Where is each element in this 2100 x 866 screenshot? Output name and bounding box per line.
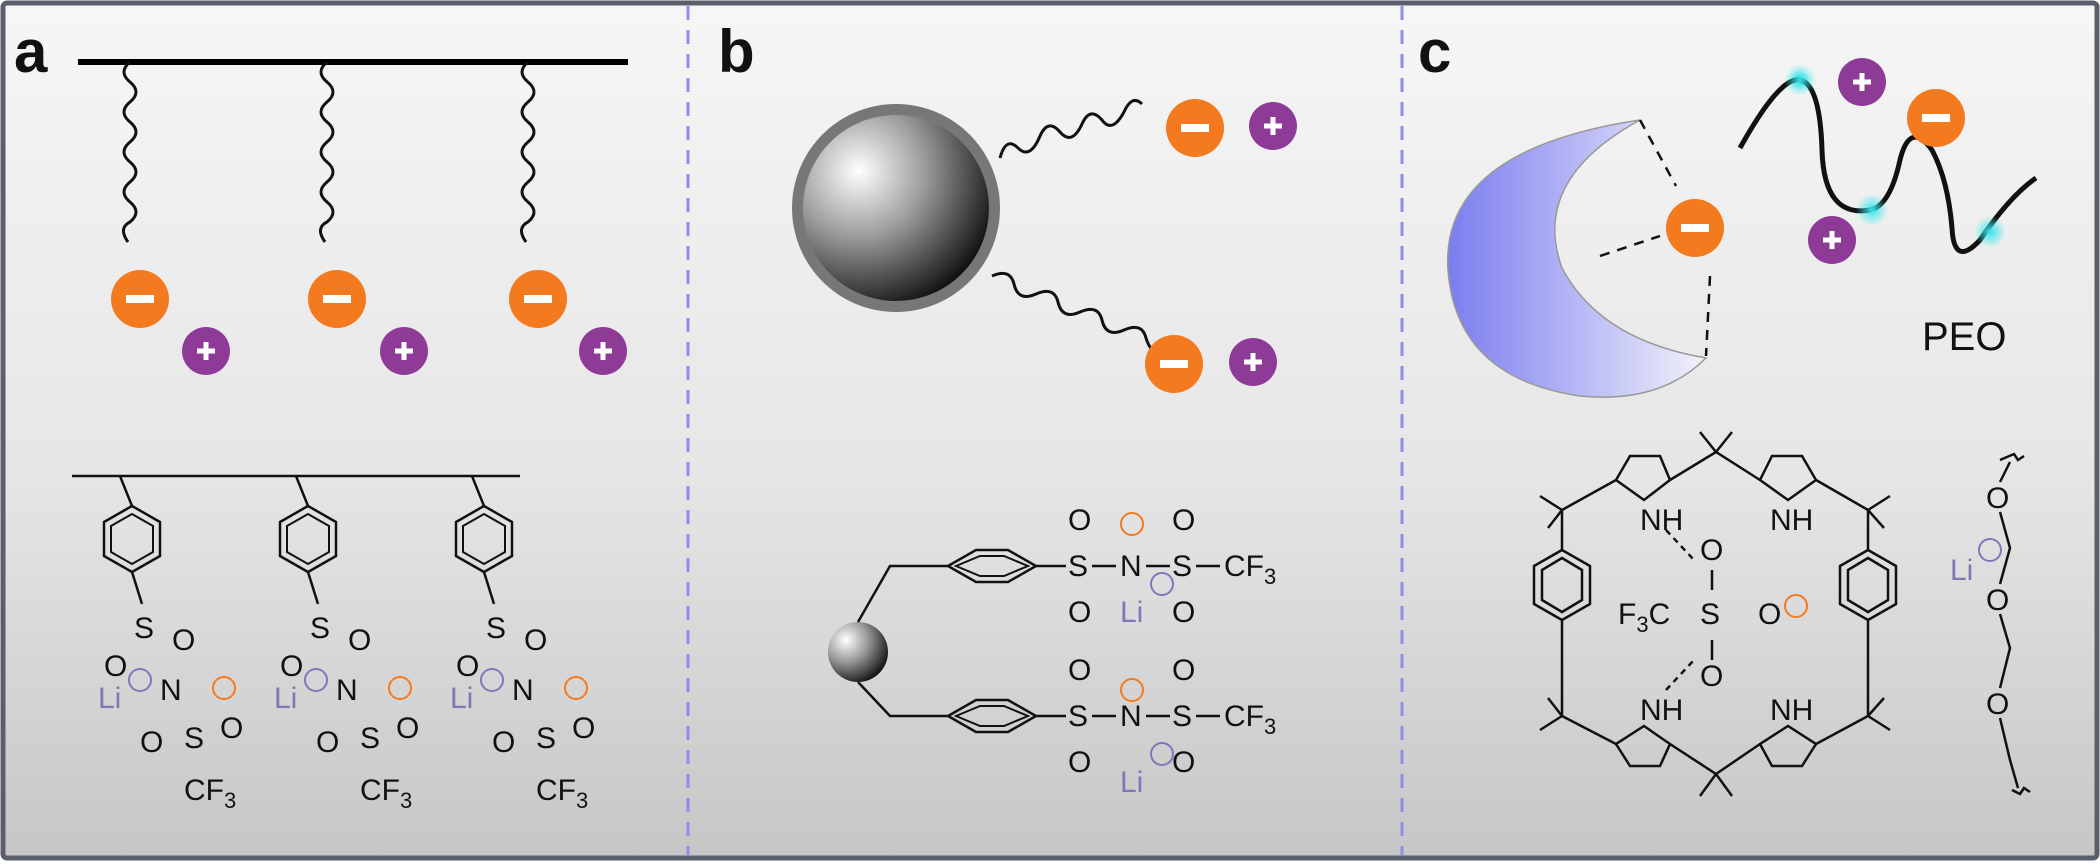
atom-o: O <box>1172 504 1195 537</box>
panel-b-letter: b <box>718 18 755 85</box>
calixpyrrole-macrocycle <box>1532 431 1898 797</box>
small-nanoparticle <box>828 622 888 682</box>
atom-s: S <box>134 612 154 645</box>
cation-group <box>182 327 627 375</box>
atom-s: S <box>184 722 204 755</box>
atom-o: O <box>1986 688 2009 721</box>
cf3: CF3 <box>1224 550 1276 589</box>
peo-label: PEO <box>1922 315 2006 359</box>
atom-o: O <box>1172 596 1195 629</box>
anion-group <box>111 270 567 328</box>
atom-nh: NH <box>1640 694 1683 727</box>
anion-receptor-cup <box>1447 119 1708 398</box>
tethered-chains <box>991 98 1165 362</box>
peo-structure <box>1998 452 2031 796</box>
panel-a-letter: a <box>14 18 48 85</box>
atom-nh: NH <box>1640 504 1683 537</box>
atom-s: S <box>1700 598 1720 631</box>
panel-c: PEO NH NH NH NH O O S <box>1447 58 2038 797</box>
cf3: CF3 <box>184 774 236 813</box>
atom-nh: NH <box>1770 504 1813 537</box>
charge-markers <box>128 668 588 700</box>
panel-b: S O O N S O O CF3 Li Li <box>792 98 1297 799</box>
atom-o: O <box>140 726 163 759</box>
panel-a: S O O Li N S O O CF3 <box>72 59 628 815</box>
atom-o: O <box>220 712 243 745</box>
sulfonimide-unit: S O O Li N S O O CF3 <box>98 475 243 813</box>
atom-nh: NH <box>1770 694 1813 727</box>
atom-n: N <box>160 674 182 707</box>
lithium-label: Li <box>1120 596 1143 629</box>
atom-s: S <box>1172 550 1192 583</box>
atom-o: O <box>1068 596 1091 629</box>
lithium-label: Li <box>1950 554 1973 587</box>
panel-c-letter: c <box>1418 18 1451 85</box>
atom-o: O <box>1700 534 1723 567</box>
atom-o: O <box>172 624 195 657</box>
atom-o: O <box>1986 482 2009 515</box>
atom-n: N <box>1120 550 1142 583</box>
f3c: F3C <box>1618 598 1670 637</box>
atom-o: O <box>1986 584 2009 617</box>
lithium-label: Li <box>98 682 121 715</box>
nanoparticle-core <box>803 115 989 301</box>
tethered-chains <box>122 60 536 243</box>
atom-s: S <box>1068 550 1088 583</box>
binding-lines <box>1599 119 1712 357</box>
atom-o: O <box>1068 504 1091 537</box>
lithium-label: Li <box>1120 766 1143 799</box>
atom-o: O <box>1700 660 1723 693</box>
sulfonimide-unit: S O O N S O O CF3 <box>945 504 1276 629</box>
atom-o: O <box>104 650 127 683</box>
atom-o: O <box>1758 598 1781 631</box>
